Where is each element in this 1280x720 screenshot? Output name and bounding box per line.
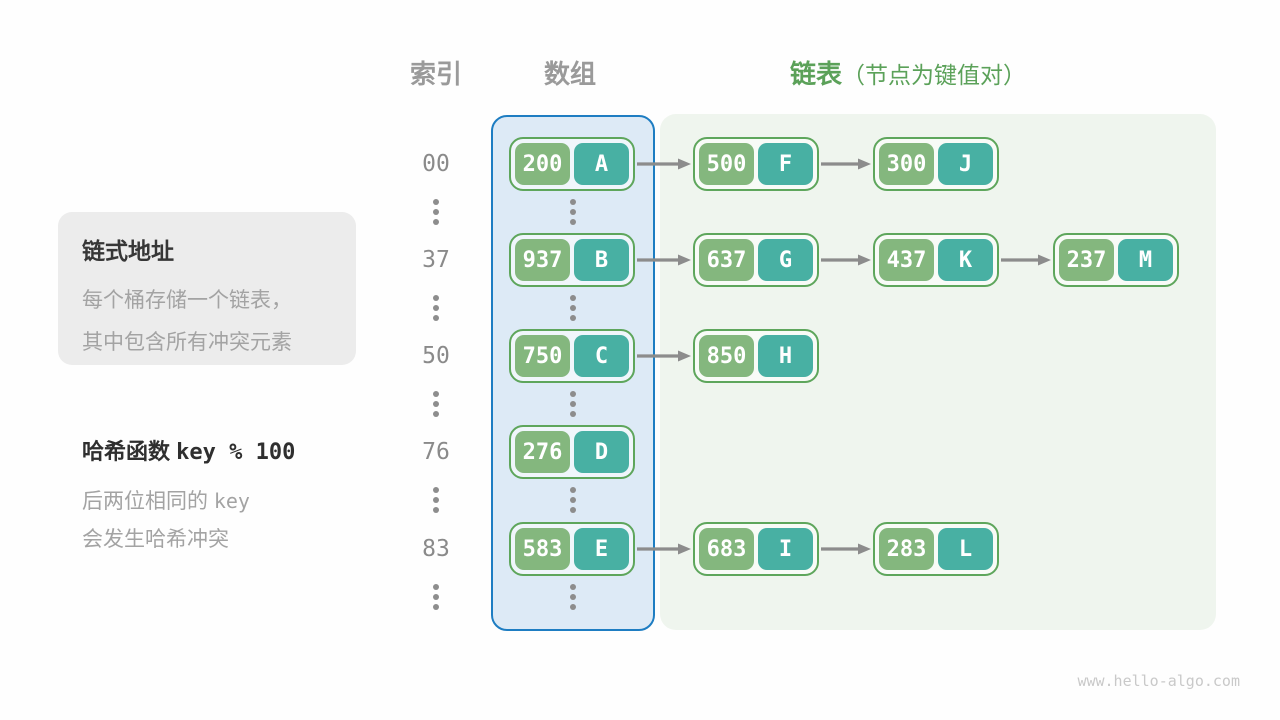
link-arrow [637, 254, 691, 266]
hash-note-line2: 会发生哈希冲突 [82, 528, 229, 551]
index-label: 83 [422, 536, 450, 562]
header-list-column: 链表（节点为键值对） [790, 54, 1026, 91]
info-box-line2: 其中包含所有冲突元素 [82, 331, 292, 354]
hash-function-label: 哈希函数 [82, 439, 171, 464]
node-key-cell: 437 [879, 239, 934, 281]
link-arrow [821, 254, 871, 266]
node-key-cell: 850 [699, 335, 754, 377]
vertical-ellipsis [570, 487, 576, 513]
node-value-cell: G [758, 239, 813, 281]
node-value-cell: L [938, 528, 993, 570]
vertical-ellipsis [570, 199, 576, 225]
link-arrow [821, 158, 871, 170]
node-value-cell: M [1118, 239, 1173, 281]
node-key-cell: 683 [699, 528, 754, 570]
node-key-cell: 300 [879, 143, 934, 185]
node-value-cell: J [938, 143, 993, 185]
vertical-ellipsis [433, 391, 439, 417]
chaining-info-box: 链式地址 每个桶存储一个链表， 其中包含所有冲突元素 [58, 212, 356, 365]
node-key-cell: 637 [699, 239, 754, 281]
watermark: www.hello-algo.com [1077, 672, 1240, 690]
link-arrow [637, 350, 691, 362]
node-value-cell: F [758, 143, 813, 185]
node-value-cell: C [574, 335, 629, 377]
node-value-cell: E [574, 528, 629, 570]
node-value-cell: I [758, 528, 813, 570]
vertical-ellipsis [570, 295, 576, 321]
hash-note-line1: 后两位相同的 key [82, 489, 250, 513]
node-value-cell: B [574, 239, 629, 281]
node-value-cell: H [758, 335, 813, 377]
index-label: 37 [422, 247, 450, 273]
vertical-ellipsis [570, 391, 576, 417]
vertical-ellipsis [433, 199, 439, 225]
node-key-cell: 500 [699, 143, 754, 185]
info-box-title: 链式地址 [82, 238, 174, 264]
link-arrow [1001, 254, 1051, 266]
hash-function-title: 哈希函数 key % 100 [82, 434, 295, 466]
node-key-cell: 937 [515, 239, 570, 281]
node-key-cell: 583 [515, 528, 570, 570]
index-label: 50 [422, 343, 450, 369]
vertical-ellipsis [433, 584, 439, 610]
header-array-column: 数组 [543, 59, 597, 89]
index-label: 76 [422, 439, 450, 465]
header-index-column: 索引 [409, 59, 463, 89]
node-value-cell: K [938, 239, 993, 281]
node-key-cell: 283 [879, 528, 934, 570]
node-value-cell: A [574, 143, 629, 185]
node-key-cell: 750 [515, 335, 570, 377]
node-key-cell: 276 [515, 431, 570, 473]
link-arrow [821, 543, 871, 555]
index-label: 00 [422, 151, 450, 177]
link-arrow [637, 543, 691, 555]
node-key-cell: 237 [1059, 239, 1114, 281]
header-list-note: （节点为键值对） [842, 62, 1027, 88]
vertical-ellipsis [433, 295, 439, 321]
info-box-line1: 每个桶存储一个链表， [82, 289, 292, 312]
vertical-ellipsis [570, 584, 576, 610]
node-key-cell: 200 [515, 143, 570, 185]
vertical-ellipsis [433, 487, 439, 513]
header-list-label: 链表 [790, 59, 843, 89]
hash-function-note: 哈希函数 key % 100 后两位相同的 key 会发生哈希冲突 [82, 434, 295, 559]
node-value-cell: D [574, 431, 629, 473]
hash-function-code: key % 100 [176, 440, 296, 465]
link-arrow [637, 158, 691, 170]
